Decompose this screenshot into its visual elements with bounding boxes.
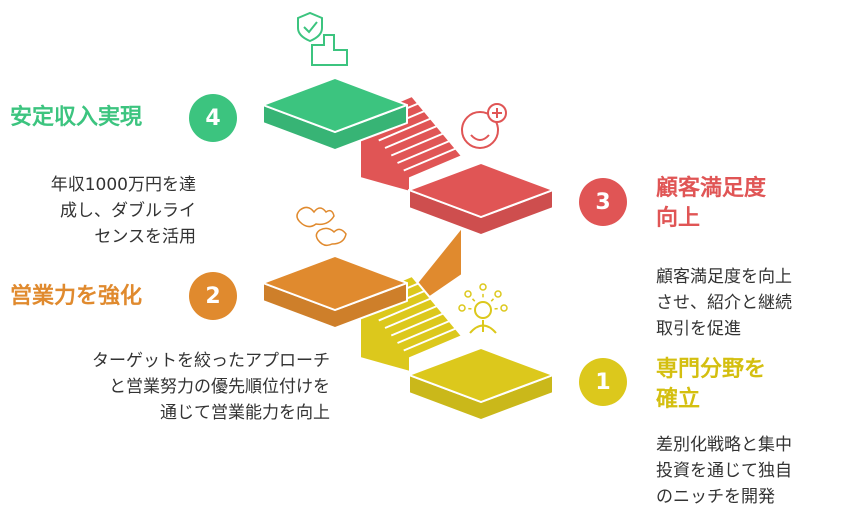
smiley-icon bbox=[461, 111, 499, 149]
desc-line: 成し、ダブルライ bbox=[60, 201, 196, 221]
check-icon bbox=[303, 21, 318, 34]
step2-description: ターゲットを絞ったアプローチ と営業努力の優先順位付けを 通じて営業能力を向上 bbox=[0, 348, 330, 426]
step2-number: 2 bbox=[189, 272, 237, 320]
stairs-2-step-line bbox=[369, 254, 422, 279]
stairs-3-step-line bbox=[397, 140, 450, 164]
person-head-icon bbox=[474, 301, 492, 319]
title-line: 顧客満足度 bbox=[656, 176, 767, 201]
step4-number: 4 bbox=[189, 94, 237, 142]
stairs-1-step-line bbox=[390, 312, 444, 337]
stairs-3-step-line bbox=[378, 117, 432, 142]
network-node-icon bbox=[494, 290, 502, 298]
fist-bump-icon bbox=[296, 206, 347, 247]
stairs-2-step-line bbox=[382, 237, 436, 262]
network-link bbox=[471, 298, 476, 302]
stairs-2-step-line bbox=[389, 229, 443, 254]
step2-title: 営業力を強化 bbox=[10, 284, 143, 309]
network-node-icon bbox=[479, 283, 487, 291]
title-line: 向上 bbox=[656, 206, 701, 231]
plus-icon bbox=[492, 108, 502, 118]
network-node-icon bbox=[500, 304, 508, 312]
stairs-1-step-line bbox=[384, 305, 438, 329]
network-node-icon bbox=[458, 304, 466, 312]
building-icon bbox=[311, 34, 348, 66]
platform-2-top bbox=[262, 255, 408, 311]
step3-title: 顧客満足度 向上 bbox=[656, 174, 766, 234]
desc-line: 顧客満足度を向上 bbox=[656, 267, 792, 287]
stairs-2-step-line bbox=[402, 212, 456, 237]
step1-description: 差別化戦略と集中 投資を通じて独自 のニッチを開発 bbox=[656, 432, 792, 510]
stairs-3-step-line bbox=[390, 132, 444, 157]
step1-number: 1 bbox=[579, 358, 627, 406]
title-line: 確立 bbox=[656, 387, 701, 412]
network-link bbox=[490, 298, 495, 302]
desc-line: 取引を促進 bbox=[656, 319, 741, 339]
stairs-2-step-line bbox=[375, 245, 429, 270]
step1-title: 専門分野を 確立 bbox=[656, 355, 766, 415]
desc-line: と営業努力の優先順位付けを bbox=[109, 377, 330, 397]
person-body-icon bbox=[469, 320, 497, 334]
step4-description: 年収1000万円を達 成し、ダブルライ センスを活用 bbox=[0, 172, 196, 250]
desc-line: のニッチを開発 bbox=[656, 487, 775, 507]
desc-line: 年収1000万円を達 bbox=[50, 175, 196, 195]
stairs-3-step-line bbox=[384, 125, 438, 149]
platform-3-top bbox=[408, 162, 554, 218]
platform-1-top bbox=[408, 347, 554, 403]
stairs-1-step-line bbox=[378, 297, 432, 322]
shield-icon bbox=[297, 11, 323, 43]
step4-title: 安定収入実現 bbox=[10, 105, 143, 130]
stairs-1-step-line bbox=[397, 320, 450, 344]
desc-line: 通じて営業能力を向上 bbox=[160, 403, 330, 423]
network-node-icon bbox=[464, 290, 472, 298]
desc-line: ターゲットを絞ったアプローチ bbox=[92, 351, 330, 371]
title-line: 専門分野を bbox=[656, 357, 767, 382]
desc-line: 差別化戦略と集中 bbox=[656, 435, 792, 455]
stairs-1-step-line bbox=[403, 327, 457, 352]
platform-4-top bbox=[262, 77, 408, 133]
step3-description: 顧客満足度を向上 させ、紹介と継続 取引を促進 bbox=[656, 264, 792, 342]
step3-number: 3 bbox=[579, 178, 627, 226]
desc-line: 投資を通じて独自 bbox=[656, 461, 792, 481]
smile-mouth bbox=[470, 134, 490, 141]
stairs-2-step-line bbox=[396, 220, 449, 245]
desc-line: させ、紹介と継続 bbox=[656, 293, 792, 313]
desc-line: センスを活用 bbox=[94, 227, 196, 247]
stairs-3-step-line bbox=[403, 147, 457, 172]
